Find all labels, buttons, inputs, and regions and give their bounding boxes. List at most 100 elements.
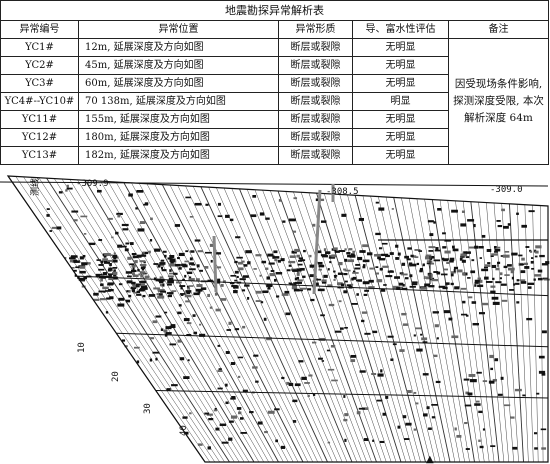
wiggle-mark [193, 292, 200, 296]
wiggle-mark [289, 218, 296, 222]
wiggle-mark [126, 290, 129, 293]
wiggle-mark [453, 266, 459, 270]
wiggle-mark [214, 292, 218, 296]
wiggle-mark [475, 400, 480, 403]
wiggle-mark [337, 282, 343, 286]
wiggle-mark [385, 275, 393, 278]
wiggle-mark [189, 412, 192, 415]
wiggle-mark [210, 259, 213, 263]
wiggle-mark [186, 292, 191, 295]
wiggle-mark [320, 314, 325, 317]
wiggle-mark [169, 254, 175, 259]
wiggle-mark [177, 311, 182, 315]
wiggle-mark [461, 259, 466, 263]
wiggle-mark [516, 279, 520, 282]
wiggle-mark [285, 312, 291, 316]
wiggle-mark [362, 250, 365, 253]
wiggle-mark [484, 276, 489, 280]
wiggle-mark [125, 299, 131, 303]
wiggle-mark [400, 273, 408, 276]
wiggle-mark [82, 254, 86, 258]
wiggle-mark [456, 434, 462, 438]
wiggle-mark [51, 226, 57, 229]
wiggle-mark [362, 259, 370, 263]
wiggle-mark [330, 344, 336, 348]
wiggle-mark [207, 293, 211, 298]
wiggle-mark [160, 290, 167, 293]
wiggle-mark [293, 197, 298, 200]
wiggle-mark [509, 289, 515, 291]
wiggle-mark [180, 286, 183, 290]
wiggle-mark [231, 396, 236, 399]
wiggle-mark [100, 278, 103, 282]
wiggle-mark [378, 207, 385, 211]
wiggle-mark [163, 311, 168, 314]
wiggle-mark [100, 260, 104, 264]
wiggle-mark [98, 268, 105, 271]
wiggle-mark [111, 236, 114, 239]
wiggle-mark [343, 290, 348, 294]
wiggle-mark [443, 268, 449, 271]
wiggle-mark [247, 261, 251, 265]
wiggle-mark [511, 276, 514, 280]
wiggle-mark [398, 286, 404, 290]
wiggle-mark [497, 246, 501, 249]
wiggle-mark [167, 294, 172, 298]
wiggle-mark [296, 271, 300, 275]
wiggle-mark [431, 403, 438, 406]
trace-line [478, 202, 505, 463]
trace-line [84, 180, 255, 463]
wiggle-mark [351, 277, 354, 281]
wiggle-mark [242, 275, 249, 278]
wiggle-mark [100, 283, 104, 287]
wiggle-mark [468, 246, 476, 249]
wiggle-mark [477, 277, 482, 280]
wiggle-mark [142, 251, 149, 255]
wiggle-mark [270, 270, 275, 272]
wiggle-mark [185, 250, 189, 253]
wiggle-mark [95, 273, 103, 277]
wiggle-mark [136, 190, 144, 193]
row-id: YC1# [0, 38, 79, 57]
wiggle-mark [419, 269, 423, 273]
wiggle-mark [267, 253, 274, 257]
wiggle-mark [448, 317, 453, 321]
wiggle-mark [183, 318, 190, 322]
wiggle-mark [368, 279, 374, 283]
wiggle-mark [467, 296, 473, 299]
depth-label: 20 [111, 371, 121, 382]
wiggle-mark [158, 278, 165, 282]
wiggle-mark [361, 311, 368, 314]
wiggle-mark [162, 250, 167, 253]
wiggle-mark [288, 282, 292, 285]
wiggle-mark [195, 288, 203, 292]
trace-line [493, 202, 514, 463]
trace-line [532, 205, 539, 463]
header-assessment: 导、富水性评估 [352, 20, 449, 39]
wiggle-mark [407, 247, 412, 250]
trace-line [331, 193, 412, 463]
wiggle-mark [321, 254, 328, 258]
wiggle-mark [460, 287, 467, 290]
wiggle-mark [534, 274, 542, 277]
wiggle-mark [153, 287, 160, 290]
trace-line [362, 195, 431, 463]
trace-line [316, 193, 402, 463]
wiggle-mark [492, 301, 500, 305]
wiggle-mark [234, 328, 240, 331]
wiggle-mark [195, 278, 200, 282]
wiggle-mark [297, 279, 303, 282]
top-mid-label: -308.5 [326, 187, 359, 197]
wiggle-mark [346, 284, 352, 287]
wiggle-mark [424, 283, 431, 287]
wiggle-mark [474, 403, 481, 406]
wiggle-mark [140, 266, 146, 270]
wiggle-mark [143, 203, 149, 206]
wiggle-mark [494, 358, 499, 362]
wiggle-mark [327, 441, 331, 444]
wiggle-mark [429, 233, 434, 237]
wiggle-mark [169, 325, 176, 328]
wiggle-mark [327, 368, 335, 371]
row-id: YC4#--YC10# [0, 92, 79, 111]
wiggle-mark [337, 286, 344, 289]
